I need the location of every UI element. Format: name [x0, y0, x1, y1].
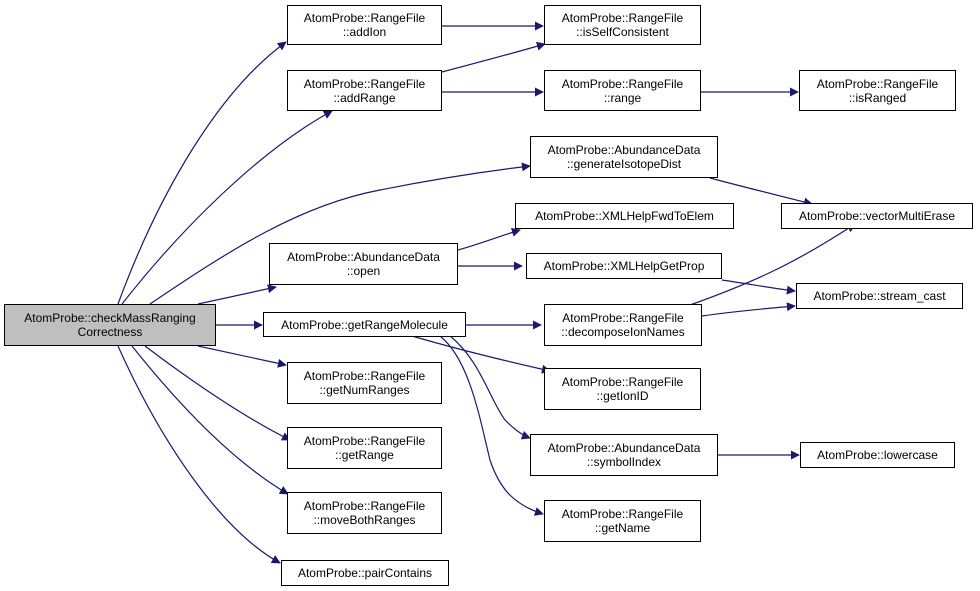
node-label-line1: AtomProbe::checkMassRanging: [24, 311, 196, 325]
node-label-line1: AtomProbe::RangeFile: [303, 369, 426, 383]
node-label: AtomProbe::XMLHelpFwdToElem: [535, 209, 714, 223]
edge-getrangemolecule-to-symbolindex: [449, 335, 531, 440]
edge-root-to-getnumranges: [197, 345, 287, 368]
node-label-line1: AtomProbe::AbundanceData: [287, 250, 440, 264]
edge-root-to-addion: [117, 41, 287, 305]
node-label-line2: ::isSelfConsistent: [576, 25, 669, 39]
node-label: AtomProbe::lowercase: [817, 448, 938, 462]
node-getrangemolecule[interactable]: AtomProbe::getRangeMolecule: [263, 312, 466, 337]
edge-open-to-xmlfwdtoelem: [457, 228, 521, 251]
node-movebothranges[interactable]: AtomProbe::RangeFile ::moveBothRanges: [287, 492, 442, 534]
node-label-line2: ::moveBothRanges: [313, 513, 416, 527]
node-label-line1: AtomProbe::RangeFile: [303, 499, 426, 513]
node-xmlhelpfwdtoelem[interactable]: AtomProbe::XMLHelpFwdToElem: [515, 203, 734, 229]
node-label-line2: ::range: [603, 90, 642, 105]
edge-root-to-paircontains: [117, 345, 281, 564]
node-label-line2: ::getName: [594, 521, 651, 535]
node-label-line1: AtomProbe::RangeFile: [303, 11, 426, 25]
node-getionid[interactable]: AtomProbe::RangeFile ::getIonID: [544, 368, 701, 410]
node-stream-cast[interactable]: AtomProbe::stream_cast: [796, 283, 963, 309]
node-label: AtomProbe::pairContains: [297, 566, 433, 580]
node-addrange[interactable]: AtomProbe::RangeFile ::addRange: [287, 70, 442, 111]
node-getnumranges[interactable]: AtomProbe::RangeFile ::getNumRanges: [287, 362, 442, 404]
node-label-line1: AtomProbe::AbundanceData: [547, 143, 701, 157]
node-label-line2: ::symbolIndex: [586, 455, 662, 469]
edge-getrangemolecule-to-getname: [439, 335, 544, 516]
node-label-line1: AtomProbe::RangeFile: [303, 434, 426, 448]
node-label-line2: ::addIon: [342, 25, 387, 39]
node-getrange[interactable]: AtomProbe::RangeFile ::getRange: [287, 427, 442, 469]
node-label-line2: ::getIonID: [596, 389, 649, 403]
node-checkmassrangingcorrectness: AtomProbe::checkMassRanging Correctness: [4, 304, 216, 346]
edge-decomposeionnames-to-streamcast: [701, 302, 796, 317]
node-label-line2: ::isRanged: [848, 90, 907, 105]
edge-root-to-generateisotopedist: [149, 162, 531, 305]
node-abundance-open[interactable]: AtomProbe::AbundanceData ::open: [269, 243, 458, 285]
node-label-line2: ::addRange: [333, 90, 396, 105]
node-isselfconsistent[interactable]: AtomProbe::RangeFile ::isSelfConsistent: [544, 5, 701, 45]
node-vectormultierase[interactable]: AtomProbe::vectorMultiErase: [781, 203, 973, 229]
edge-decomposeionnames-to-vectormultierase: [689, 223, 856, 306]
edge-root-to-addrange: [121, 110, 333, 305]
node-label: AtomProbe::stream_cast: [813, 289, 946, 303]
node-label-line1: AtomProbe::RangeFile: [816, 76, 939, 91]
node-label-line2: ::decomposeIonNames: [561, 325, 685, 339]
edge-addrange-to-isselfconsistent: [441, 41, 546, 73]
node-label-line1: AtomProbe::RangeFile: [303, 76, 426, 91]
node-label-line2: ::generateIsotopeDist: [566, 157, 682, 171]
node-label-line1: AtomProbe::RangeFile: [561, 76, 684, 91]
node-label-line2: ::getNumRanges: [319, 383, 410, 397]
node-getname[interactable]: AtomProbe::RangeFile ::getName: [544, 500, 701, 542]
edge-root-to-abundance-open: [197, 284, 277, 305]
node-isranged[interactable]: AtomProbe::RangeFile ::isRanged: [799, 70, 956, 111]
node-xmlhelpgetprop[interactable]: AtomProbe::XMLHelpGetProp: [526, 253, 722, 279]
node-range[interactable]: AtomProbe::RangeFile ::range: [544, 70, 701, 111]
node-label-line1: AtomProbe::AbundanceData: [547, 441, 701, 455]
node-symbolindex[interactable]: AtomProbe::AbundanceData ::symbolIndex: [530, 434, 718, 476]
edge-getrangemolecule-to-getionid: [411, 335, 551, 374]
node-addion[interactable]: AtomProbe::RangeFile ::addIon: [287, 5, 442, 45]
edge-xmlgetprop-to-streamcast: [721, 279, 796, 295]
node-label-line1: AtomProbe::RangeFile: [561, 11, 684, 25]
node-label: AtomProbe::vectorMultiErase: [798, 209, 956, 223]
node-decomposeionnames[interactable]: AtomProbe::RangeFile ::decomposeIonNames: [544, 304, 702, 346]
node-label-line1: AtomProbe::RangeFile: [561, 375, 684, 389]
node-generateisotopedist[interactable]: AtomProbe::AbundanceData ::generateIsoto…: [530, 136, 718, 178]
node-label: AtomProbe::XMLHelpGetProp: [543, 259, 705, 273]
node-label: AtomProbe::getRangeMolecule: [281, 317, 448, 332]
edge-generateisotopedist-to-vectormultierase: [709, 177, 813, 207]
edge-root-to-movebothranges: [131, 345, 289, 495]
node-lowercase[interactable]: AtomProbe::lowercase: [800, 442, 955, 468]
edge-root-to-getrange: [144, 345, 291, 441]
node-label-line2: ::getRange: [335, 448, 394, 462]
node-label-line1: AtomProbe::RangeFile: [562, 311, 684, 325]
node-label-line2: Correctness: [77, 325, 143, 339]
node-label-line1: AtomProbe::RangeFile: [561, 507, 684, 521]
node-paircontains[interactable]: AtomProbe::pairContains: [281, 560, 449, 586]
node-label-line2: ::open: [346, 264, 381, 278]
